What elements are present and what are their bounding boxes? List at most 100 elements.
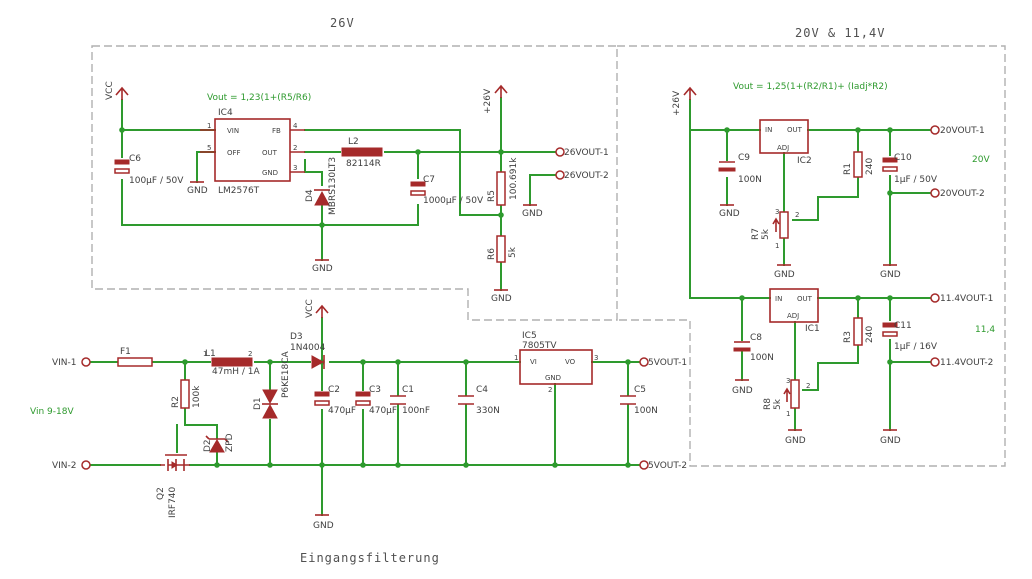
r2-resistor: R2 100k	[171, 379, 202, 409]
svg-text:100.691k: 100.691k	[509, 157, 519, 200]
section-frames	[91, 45, 1006, 467]
junctions	[119, 127, 893, 468]
c6-capacitor: C6 100µF / 50V	[114, 154, 184, 186]
svg-text:4: 4	[293, 122, 298, 130]
svg-text:R5: R5	[487, 190, 497, 202]
frame-20v-11v	[617, 45, 1006, 467]
svg-text:FB: FB	[272, 127, 281, 135]
svg-text:IN: IN	[765, 126, 772, 134]
svg-text:C6: C6	[129, 154, 141, 164]
svg-text:C7: C7	[423, 175, 435, 185]
svg-text:3: 3	[293, 164, 297, 172]
svg-text:IRF740: IRF740	[168, 486, 178, 518]
vin-range-note: Vin 9-18V	[30, 407, 74, 417]
svg-text:+26V: +26V	[483, 88, 493, 114]
svg-text:1: 1	[207, 122, 211, 130]
ic5-7805tv: IC5 7805TV VI VO GND 1 3 2	[514, 331, 598, 394]
svg-text:3: 3	[775, 208, 779, 216]
port-vin1[interactable]: VIN-1	[52, 357, 91, 368]
svg-text:2: 2	[293, 144, 297, 152]
svg-text:D2: D2	[203, 439, 213, 452]
note-20v: 20V	[972, 155, 990, 165]
svg-text:100k: 100k	[192, 385, 202, 408]
port-114vout1[interactable]: 11.4VOUT-1	[930, 293, 993, 304]
svg-text:R6: R6	[487, 248, 497, 260]
svg-text:5VOUT-2: 5VOUT-2	[648, 461, 687, 471]
svg-text:GND: GND	[785, 436, 806, 446]
svg-text:82114R: 82114R	[346, 159, 381, 169]
frame-26v	[91, 45, 618, 321]
r8-potentiometer: 3 2 1 R8 5k	[763, 377, 810, 418]
svg-text:F1: F1	[120, 347, 131, 357]
port-vin2[interactable]: VIN-2	[52, 460, 91, 471]
svg-text:L1: L1	[205, 349, 216, 359]
svg-text:C5: C5	[634, 385, 646, 395]
svg-text:20VOUT-2: 20VOUT-2	[940, 189, 985, 199]
c8-capacitor: C8 100N	[733, 333, 774, 363]
formula-20v: Vout = 1,25(1+(R2/R1)+ (Iadj*R2)	[733, 82, 888, 92]
svg-text:GND: GND	[187, 186, 208, 196]
port-20vout2[interactable]: 20VOUT-2	[930, 188, 985, 199]
vcc-symbol-top: VCC	[105, 81, 129, 100]
svg-text:C8: C8	[750, 333, 762, 343]
ic4-lm2576t: IC4 LM2576T VIN FB OFF OUT GND 1 5 4 2 3	[200, 108, 305, 196]
c5-capacitor: C5 100N	[620, 385, 658, 416]
c2-capacitor: C2 470µF	[314, 385, 356, 416]
svg-text:1µF / 16V: 1µF / 16V	[894, 342, 938, 352]
svg-text:7805TV: 7805TV	[522, 341, 557, 351]
svg-text:GND: GND	[312, 264, 333, 274]
svg-text:ADJ: ADJ	[787, 312, 799, 320]
svg-text:C4: C4	[476, 385, 488, 395]
c3-capacitor: C3 470µF	[355, 385, 397, 416]
svg-text:D4: D4	[305, 189, 315, 202]
svg-text:GND: GND	[732, 386, 753, 396]
svg-text:100µF / 50V: 100µF / 50V	[129, 176, 184, 186]
svg-text:1: 1	[786, 410, 790, 418]
f1-fuse: F1	[117, 347, 153, 367]
plus26v-symbol-a: +26V	[483, 84, 508, 114]
svg-text:R2: R2	[171, 396, 181, 408]
svg-text:GND: GND	[880, 270, 901, 280]
svg-text:C11: C11	[894, 321, 912, 331]
c9-capacitor: C9 100N	[718, 153, 762, 185]
r6-resistor: R6 5k	[487, 235, 518, 263]
svg-text:IC4: IC4	[218, 108, 233, 118]
svg-text:240: 240	[865, 158, 875, 175]
port-26vout1[interactable]: 26VOUT-1	[555, 147, 609, 158]
svg-text:GND: GND	[545, 374, 561, 382]
svg-text:100N: 100N	[738, 175, 762, 185]
svg-text:47mH / 1A: 47mH / 1A	[212, 367, 260, 377]
svg-text:VO: VO	[565, 358, 576, 366]
svg-text:1N4004: 1N4004	[290, 343, 326, 353]
svg-text:MBRS130LT3: MBRS130LT3	[328, 157, 338, 215]
port-114vout2[interactable]: 11.4VOUT-2	[930, 357, 993, 368]
svg-text:GND: GND	[491, 294, 512, 304]
port-5vout1[interactable]: 5VOUT-1	[639, 357, 687, 368]
svg-text:26VOUT-2: 26VOUT-2	[564, 171, 609, 181]
svg-text:330N: 330N	[476, 406, 500, 416]
r5-resistor: R5 100.691k	[487, 157, 519, 206]
l2-inductor: L2 82114R	[341, 137, 383, 169]
svg-text:OUT: OUT	[787, 126, 803, 134]
svg-text:VI: VI	[530, 358, 537, 366]
port-26vout2[interactable]: 26VOUT-2	[555, 170, 609, 181]
svg-text:R3: R3	[843, 331, 853, 343]
svg-text:R1: R1	[843, 163, 853, 175]
svg-text:5VOUT-1: 5VOUT-1	[648, 358, 687, 368]
ic1-regulator: IN OUT ADJ IC1	[769, 288, 820, 334]
svg-text:GND: GND	[262, 169, 278, 177]
port-20vout1[interactable]: 20VOUT-1	[930, 125, 985, 136]
svg-text:IN: IN	[775, 295, 782, 303]
svg-text:VCC: VCC	[305, 299, 315, 318]
svg-text:D3: D3	[290, 332, 303, 342]
port-5vout2[interactable]: 5VOUT-2	[639, 460, 687, 471]
c10-capacitor: C10 1µF / 50V	[882, 153, 938, 185]
c7-capacitor: C7 1000µF / 50V	[410, 175, 484, 206]
d2-zener-diode: D2 ZPD	[203, 433, 235, 453]
svg-text:100N: 100N	[634, 406, 658, 416]
svg-text:240: 240	[865, 326, 875, 343]
svg-text:GND: GND	[880, 436, 901, 446]
svg-text:C10: C10	[894, 153, 912, 163]
svg-text:Q2: Q2	[156, 487, 166, 500]
